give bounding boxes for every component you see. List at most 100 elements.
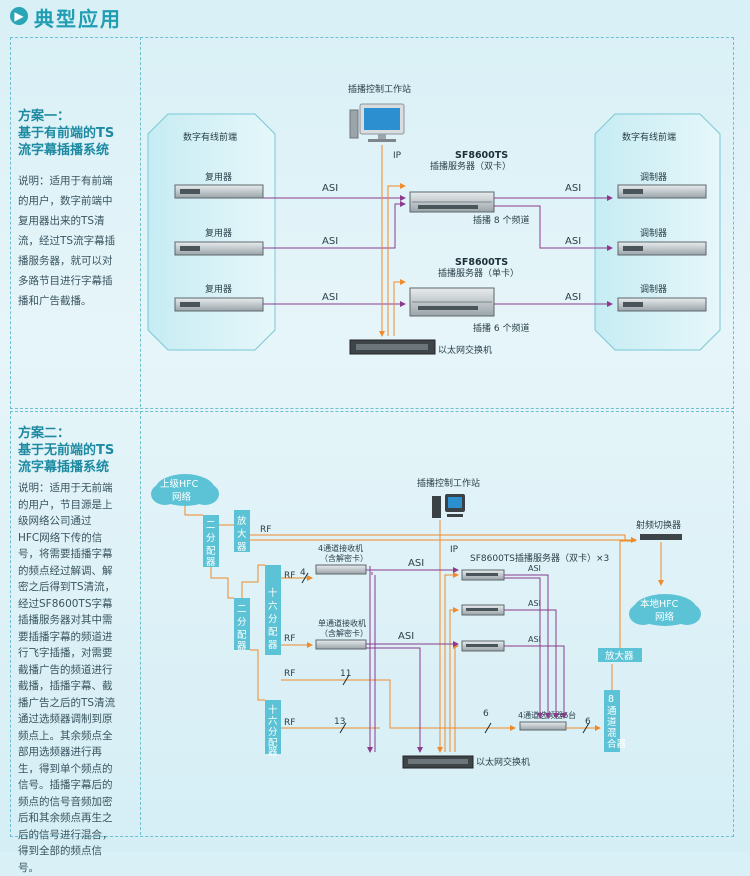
rx4-label-1: 4通道接收机 [318,543,363,553]
split16a-label-3: 分 [268,614,278,625]
right-group-label: 数字有线前端 [622,131,676,143]
rf-label: RF [284,718,295,728]
asi-label: ASI [408,558,424,569]
server-unit [462,641,504,651]
asi-label: ASI [322,236,338,247]
count-11: 11 [340,669,351,679]
workstation2-icon [432,494,465,518]
asi-label: ASI [398,631,414,642]
asi-label: ASI [528,599,541,608]
local-hfc-label-1: 本地HFC [640,598,679,610]
workstation-icon [350,104,404,142]
splitter-2way-a-label-2: 分 [206,533,216,544]
asi-label: ASI [322,183,338,194]
servers-label: SF8600TS插播服务器（双卡）×3 [470,552,609,564]
mixer-label-1: 8 [608,694,614,705]
split16a-label-2: 六 [268,600,278,612]
switch-ports [408,759,468,764]
mixer-label-3: 道 [607,716,617,728]
asi-label: ASI [528,564,541,573]
amp-v-label-1: 放 [237,515,247,527]
workstation2-label: 插播控制工作站 [417,477,480,489]
server-2-desc: 插播服务器（单卡） [438,267,519,279]
mux-3-label: 复用器 [205,283,232,295]
rx1-label-1: 单通道接收机 [318,618,366,628]
mux-1 [175,185,263,198]
amp-h-label: 放大器 [605,650,634,662]
asi-label: ASI [565,292,581,303]
asi-label: ASI [528,635,541,644]
splitter-2way-a-label-4: 器 [206,557,216,568]
modulator-3 [618,298,706,311]
left-group-label: 数字有线前端 [183,131,237,143]
split16b-label-1: 十 [268,704,278,716]
modulator-1-label: 调制器 [640,171,667,183]
splitter-2way-b-label-3: 配 [237,630,247,641]
receiver-1ch [316,640,366,649]
upper-hfc-label-1: 上级HFC [160,478,199,490]
switch2-label: 以太网交换机 [476,756,530,768]
upper-hfc-label-2: 网络 [172,491,192,503]
server-unit [462,605,504,615]
server-2-name: SF8600TS [455,257,508,268]
server-1-channels: 插播 8 个频道 [473,214,529,226]
local-hfc-label-2: 网络 [655,611,675,623]
asi-label: ASI [565,183,581,194]
count-13: 13 [334,717,345,727]
rf-label: RF [260,525,271,535]
ethernet-switch [350,340,435,354]
scheme2-diagram: 上级HFC 网络 本地HFC 网络 插播控制工作站 二 分 配 器 放 大 器 … [151,474,701,768]
split16b-label-2: 六 [268,715,278,727]
split16a-label-5: 器 [268,640,278,651]
modulator-3-label: 调制器 [640,283,667,295]
split16b-label-5: 器 [268,747,278,758]
amp-v-label-3: 器 [237,542,247,553]
diagrams: 数字有线前端 数字有线前端 插播控制工作站 IP 复用器 复用器 复用器 [0,0,750,852]
mux-2 [175,242,263,255]
splitter-2way-a-label-1: 二 [206,520,216,531]
rf-switcher-label: 射频切换器 [636,519,681,531]
selector-label: 4通道选频器6台 [518,710,576,720]
split16a-label-1: 十 [268,587,278,599]
count-4: 4 [300,568,306,578]
modulator-2 [618,242,706,255]
mixer-label-4: 混 [607,728,617,739]
splitter-2way-b-label-1: 二 [237,604,247,615]
switch-label: 以太网交换机 [438,344,492,356]
server-1-name: SF8600TS [455,150,508,161]
asi-label: ASI [565,236,581,247]
desc-line: 号。 [18,860,140,876]
server-1-desc: 插播服务器（双卡） [430,160,511,172]
rf-label: RF [284,634,295,644]
asi-label: ASI [322,292,338,303]
server-unit [462,570,504,580]
modulator-1 [618,185,706,198]
receiver-4ch [316,565,366,574]
split16a-label-4: 配 [268,627,278,638]
freq-selector [520,722,566,730]
count-6: 6 [483,709,489,719]
splitter-2way-a-label-3: 配 [206,546,216,557]
scheme1-diagram: 数字有线前端 数字有线前端 插播控制工作站 IP 复用器 复用器 复用器 [148,83,720,356]
mixer-label-2: 通 [607,706,617,717]
splitter-2way-b-label-2: 分 [237,617,247,628]
mux-3 [175,298,263,311]
mux-2-label: 复用器 [205,227,232,239]
ip-label: IP [450,545,459,555]
mixer-label-5: 合器 [607,738,627,750]
rf-label: RF [284,669,295,679]
server-2-channels: 插播 6 个频道 [473,322,529,334]
modulator-2-label: 调制器 [640,227,667,239]
workstation-label: 插播控制工作站 [348,83,411,95]
split16b-label-3: 分 [268,727,278,738]
ip-label: IP [393,151,402,161]
rf-switcher [640,534,682,540]
rx1-label-2: （含解密卡） [320,628,368,638]
rf-label: RF [284,571,295,581]
splitter-2way-b-label-4: 器 [237,641,247,652]
mux-1-label: 复用器 [205,171,232,183]
server-2 [410,288,494,316]
server-1 [410,192,494,212]
amp-v-label-2: 大 [237,528,247,540]
rx4-label-2: （含解密卡） [320,553,368,563]
